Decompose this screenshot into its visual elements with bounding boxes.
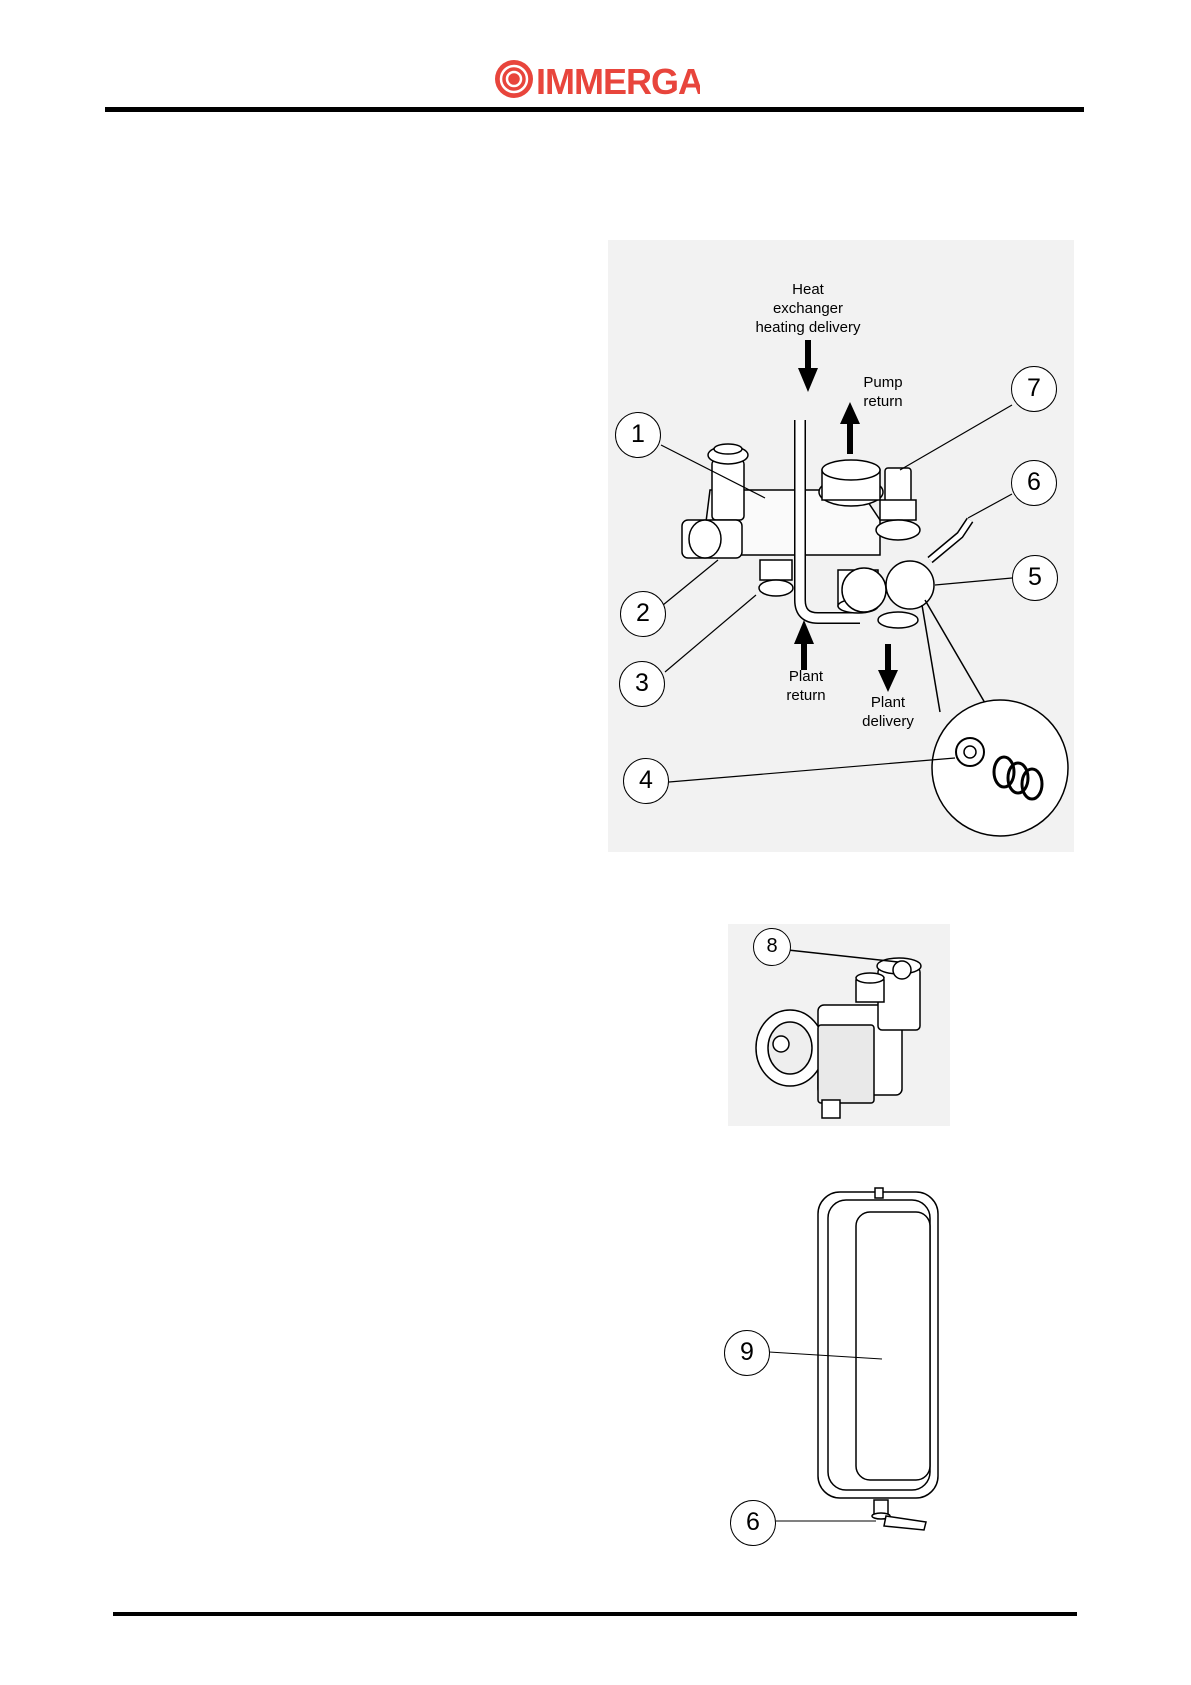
callout-7: 7 — [1011, 366, 1057, 412]
callout-1: 1 — [615, 412, 661, 458]
label-heat-exchanger-heating-delivery: Heat exchanger heating delivery — [746, 280, 870, 337]
callout-5: 5 — [1012, 555, 1058, 601]
callout-6-vessel: 6 — [730, 1500, 776, 1546]
label-plant-delivery: Plant delivery — [848, 693, 928, 731]
hydraulic-unit-drawing — [682, 420, 970, 628]
pump-drawing — [756, 950, 921, 1118]
callout-8: 8 — [753, 928, 791, 966]
label-pump-return: Pump return — [855, 373, 911, 411]
callout-4: 4 — [623, 758, 669, 804]
callout-2: 2 — [620, 591, 666, 637]
detail-magnifier — [922, 600, 1068, 836]
callout-3: 3 — [619, 661, 665, 707]
callout-9: 9 — [724, 1330, 770, 1376]
expansion-vessel-drawing — [769, 1188, 938, 1530]
footer-rule — [113, 1612, 1077, 1616]
label-plant-return: Plant return — [770, 667, 842, 705]
callout-6: 6 — [1011, 460, 1057, 506]
